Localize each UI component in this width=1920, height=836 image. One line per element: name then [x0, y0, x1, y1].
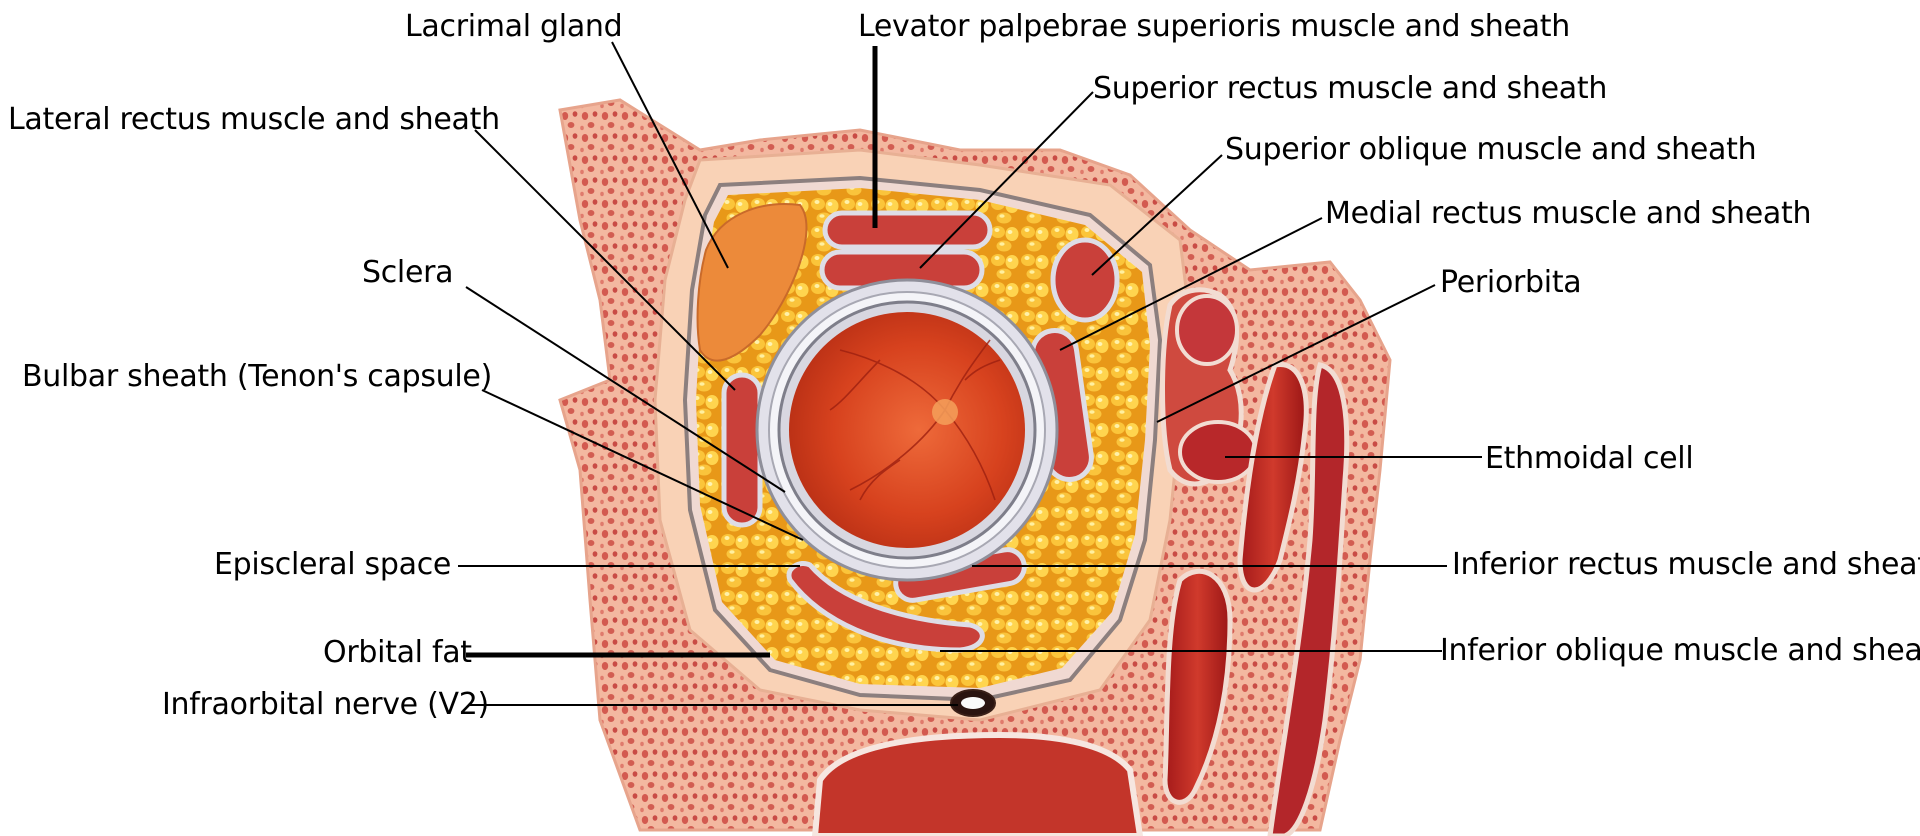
- ethmoidal-cell-upper: [1177, 296, 1237, 364]
- label-medial-rectus: Medial rectus muscle and sheath: [1325, 197, 1811, 231]
- label-lateral-rectus: Lateral rectus muscle and sheath: [8, 103, 500, 137]
- maxillary-sinus: [815, 735, 1140, 836]
- label-episcleral-space: Episcleral space: [214, 548, 451, 582]
- infraorbital-nerve-core: [961, 697, 985, 709]
- label-superior-oblique: Superior oblique muscle and sheath: [1225, 133, 1756, 167]
- label-ethmoidal-cell: Ethmoidal cell: [1485, 442, 1693, 476]
- label-sclera: Sclera: [362, 256, 453, 290]
- label-periorbita: Periorbita: [1440, 266, 1581, 300]
- ethmoidal-cell-shape: [1180, 422, 1256, 482]
- lateral-rectus-muscle: [724, 375, 760, 525]
- label-superior-rectus: Superior rectus muscle and sheath: [1093, 72, 1607, 106]
- label-inferior-oblique: Inferior oblique muscle and sheath: [1440, 634, 1920, 668]
- label-infraorbital-nerve: Infraorbital nerve (V2): [162, 688, 489, 722]
- label-orbital-fat: Orbital fat: [323, 636, 472, 670]
- eyeball: [789, 312, 1025, 548]
- label-bulbar-sheath: Bulbar sheath (Tenon's capsule): [22, 360, 492, 394]
- superior-oblique-muscle: [1053, 240, 1117, 320]
- optic-disc: [932, 399, 958, 425]
- label-lacrimal-gland: Lacrimal gland: [405, 10, 622, 44]
- label-inferior-rectus: Inferior rectus muscle and sheath: [1452, 548, 1920, 582]
- levator-muscle: [825, 213, 990, 247]
- label-levator-palpebrae: Levator palpebrae superioris muscle and …: [858, 10, 1570, 44]
